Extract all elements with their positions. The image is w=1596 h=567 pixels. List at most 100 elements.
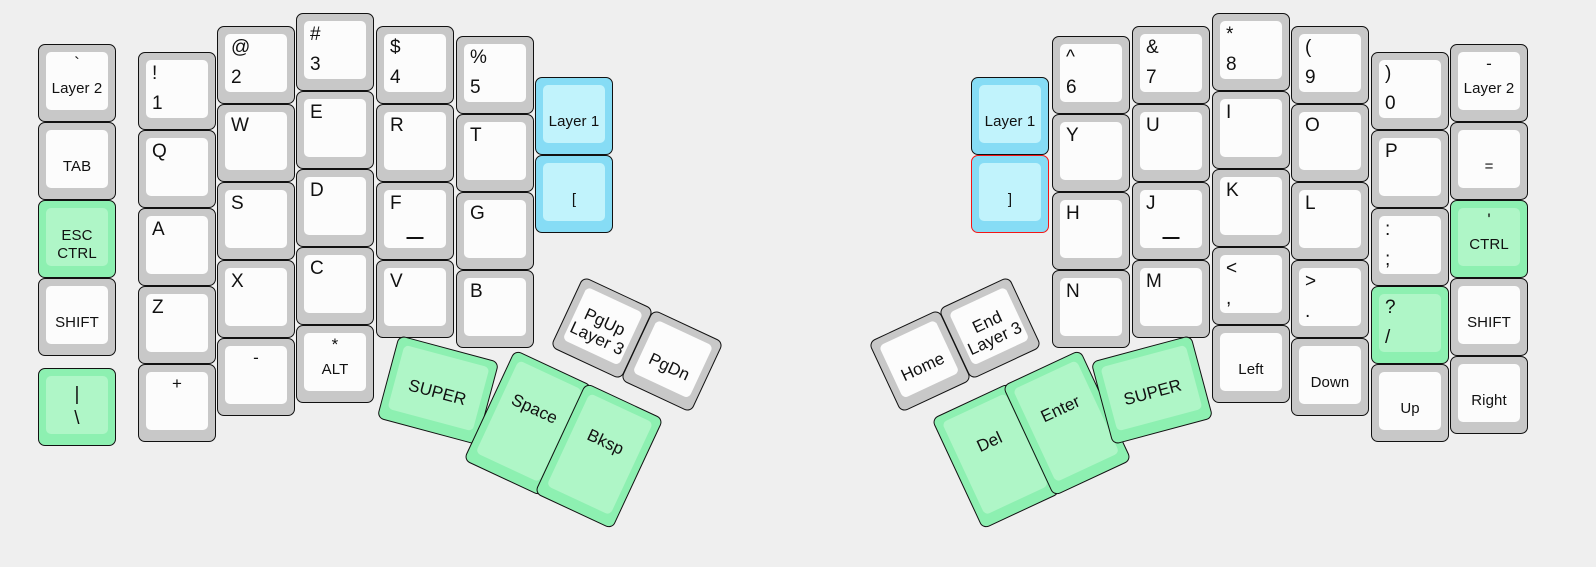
key-s[interactable]: S <box>217 182 295 260</box>
key-1[interactable]: !1 <box>138 52 216 130</box>
key-q[interactable]: Q <box>138 130 216 208</box>
keycap-h: H <box>1060 200 1122 258</box>
key-minus[interactable]: - <box>217 338 295 416</box>
key-legend-primary: Y <box>1066 125 1079 146</box>
key-legend-primary: Layer 2 <box>51 80 103 97</box>
key-d[interactable]: D <box>296 169 374 247</box>
keycap-slash: ?/ <box>1379 294 1441 352</box>
key-7[interactable]: &7 <box>1132 26 1210 104</box>
key-layer2-l[interactable]: `Layer 2 <box>38 44 116 122</box>
key-layer1-l[interactable]: Layer 1 <box>535 77 613 155</box>
keycap-7: &7 <box>1140 34 1202 92</box>
key-x[interactable]: X <box>217 260 295 338</box>
key-layer1-r[interactable]: Layer 1 <box>971 77 1049 155</box>
key-e[interactable]: E <box>296 91 374 169</box>
key-bracket-left[interactable]: [ <box>535 155 613 233</box>
key-equals[interactable]: = <box>1450 122 1528 200</box>
key-legend-primary: Home <box>898 348 948 386</box>
keycap-super-r: SUPER <box>1100 344 1203 432</box>
key-alt[interactable]: *ALT <box>296 325 374 403</box>
key-quote-ctrl[interactable]: 'CTRL <box>1450 200 1528 278</box>
key-9[interactable]: (9 <box>1291 26 1369 104</box>
key-legend-primary: [ <box>571 191 577 208</box>
key-comma[interactable]: <, <box>1212 247 1290 325</box>
key-5[interactable]: %5 <box>456 36 534 114</box>
key-y[interactable]: Y <box>1052 114 1130 192</box>
key-legend-shifted: # <box>310 24 321 45</box>
keycap-3: #3 <box>304 21 366 79</box>
keycap-e: E <box>304 99 366 157</box>
key-3[interactable]: #3 <box>296 13 374 91</box>
keycap-left: Left <box>1220 333 1282 391</box>
key-i[interactable]: I <box>1212 91 1290 169</box>
keycap-z: Z <box>146 294 208 352</box>
key-b[interactable]: B <box>456 270 534 348</box>
key-legend-shifted: & <box>1146 37 1159 58</box>
key-legend-primary: O <box>1305 115 1320 136</box>
keycap-l: L <box>1299 190 1361 248</box>
key-f[interactable]: F <box>376 182 454 260</box>
key-c[interactable]: C <box>296 247 374 325</box>
key-u[interactable]: U <box>1132 104 1210 182</box>
key-legend-shifted: % <box>470 47 487 68</box>
key-legend-primary: ] <box>1007 191 1013 208</box>
key-o[interactable]: O <box>1291 104 1369 182</box>
key-down[interactable]: Down <box>1291 338 1369 416</box>
key-plus[interactable]: + <box>138 364 216 442</box>
key-right[interactable]: Right <box>1450 356 1528 434</box>
key-bracket-right[interactable]: ] <box>971 155 1049 233</box>
key-period[interactable]: >. <box>1291 260 1369 338</box>
key-up[interactable]: Up <box>1371 364 1449 442</box>
key-g[interactable]: G <box>456 192 534 270</box>
key-j[interactable]: J <box>1132 182 1210 260</box>
key-k[interactable]: K <box>1212 169 1290 247</box>
keycap-semicolon: :; <box>1379 216 1441 274</box>
key-legend-primary: SUPER <box>406 375 469 410</box>
key-m[interactable]: M <box>1132 260 1210 338</box>
key-r[interactable]: R <box>376 104 454 182</box>
key-n[interactable]: N <box>1052 270 1130 348</box>
key-legend-shifted: * <box>331 335 339 354</box>
keycap-pipe-bslash: |\ <box>46 376 108 434</box>
keycap-shift-l: SHIFT <box>46 286 108 344</box>
key-h[interactable]: H <box>1052 192 1130 270</box>
key-legend-primary: G <box>470 203 485 224</box>
key-8[interactable]: *8 <box>1212 13 1290 91</box>
homing-bar-indicator <box>1162 237 1180 239</box>
key-legend-shifted: ) <box>1385 63 1392 84</box>
key-6[interactable]: ^6 <box>1052 36 1130 114</box>
key-0[interactable]: )0 <box>1371 52 1449 130</box>
key-shift-l[interactable]: SHIFT <box>38 278 116 356</box>
key-t[interactable]: T <box>456 114 534 192</box>
key-tab[interactable]: TAB <box>38 122 116 200</box>
key-p[interactable]: P <box>1371 130 1449 208</box>
key-2[interactable]: @2 <box>217 26 295 104</box>
key-v[interactable]: V <box>376 260 454 338</box>
key-l[interactable]: L <box>1291 182 1369 260</box>
key-super-r[interactable]: SUPER <box>1090 335 1214 445</box>
key-4[interactable]: $4 <box>376 26 454 104</box>
key-z[interactable]: Z <box>138 286 216 364</box>
key-semicolon[interactable]: :; <box>1371 208 1449 286</box>
keycap-r: R <box>384 112 446 170</box>
key-left[interactable]: Left <box>1212 325 1290 403</box>
keycap-shift-r: SHIFT <box>1458 286 1520 344</box>
key-legend-primary: . <box>1305 301 1311 322</box>
key-legend-shifted: ' <box>1487 210 1491 229</box>
keycap-bracket-right: ] <box>979 163 1041 221</box>
keycap-0: )0 <box>1379 60 1441 118</box>
keycap-b: B <box>464 278 526 336</box>
key-layer2-r[interactable]: -Layer 2 <box>1450 44 1528 122</box>
keycap-g: G <box>464 200 526 258</box>
key-legend-primary: ESC <box>61 227 93 244</box>
key-w[interactable]: W <box>217 104 295 182</box>
key-shift-r[interactable]: SHIFT <box>1450 278 1528 356</box>
keycap-quote-ctrl: 'CTRL <box>1458 208 1520 266</box>
key-a[interactable]: A <box>138 208 216 286</box>
key-slash[interactable]: ?/ <box>1371 286 1449 364</box>
keycap-x: X <box>225 268 287 326</box>
key-pipe-bslash[interactable]: |\ <box>38 368 116 446</box>
keycap-u: U <box>1140 112 1202 170</box>
